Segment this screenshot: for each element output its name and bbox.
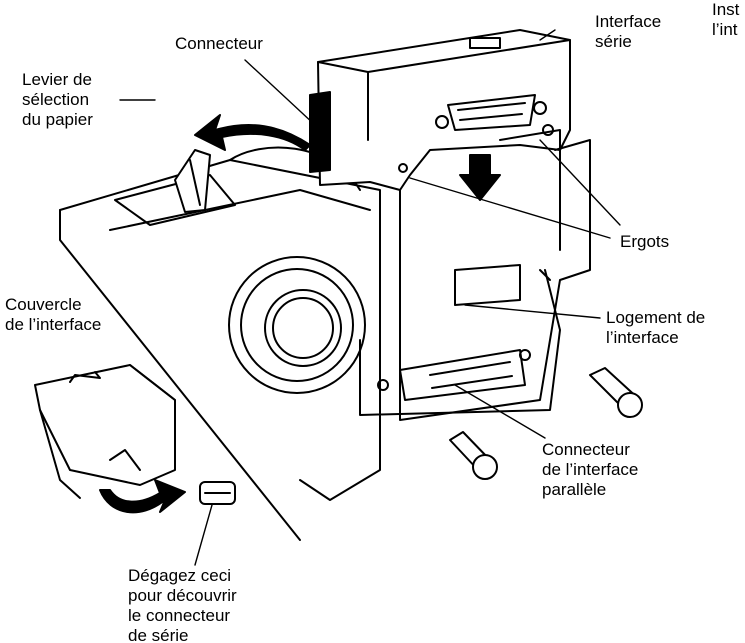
parallel-connector: [377, 349, 531, 401]
label-couvercle: Couvercle de l’interface: [5, 295, 102, 334]
leader-lines: [119, 29, 621, 566]
knockout-piece: [199, 481, 236, 505]
interface-cover: [34, 364, 176, 499]
label-interface-serie: Interface série: [595, 12, 662, 51]
platen-knob: [228, 256, 366, 394]
serial-interface-box: [309, 29, 571, 191]
interface-bay: [359, 129, 591, 421]
screw-left: [449, 431, 498, 480]
curved-arrow-cover: [99, 479, 186, 514]
label-ergots: Ergots: [620, 232, 670, 251]
paper-lever: [174, 149, 211, 213]
label-logement: Logement de l’interface: [606, 308, 706, 347]
insert-arrow: [459, 154, 501, 201]
label-connecteur-parallele: Connecteur de l’interface parallèle: [542, 440, 639, 499]
label-clipped-right: Inst l’int: [712, 0, 740, 39]
curved-arrow-lever: [194, 114, 311, 151]
screw-right: [589, 367, 643, 418]
label-connecteur: Connecteur: [175, 34, 263, 53]
label-levier: Levier de sélection du papier: [22, 70, 93, 129]
label-degagez: Dégagez ceci pour découvrir le connecteu…: [128, 566, 237, 643]
